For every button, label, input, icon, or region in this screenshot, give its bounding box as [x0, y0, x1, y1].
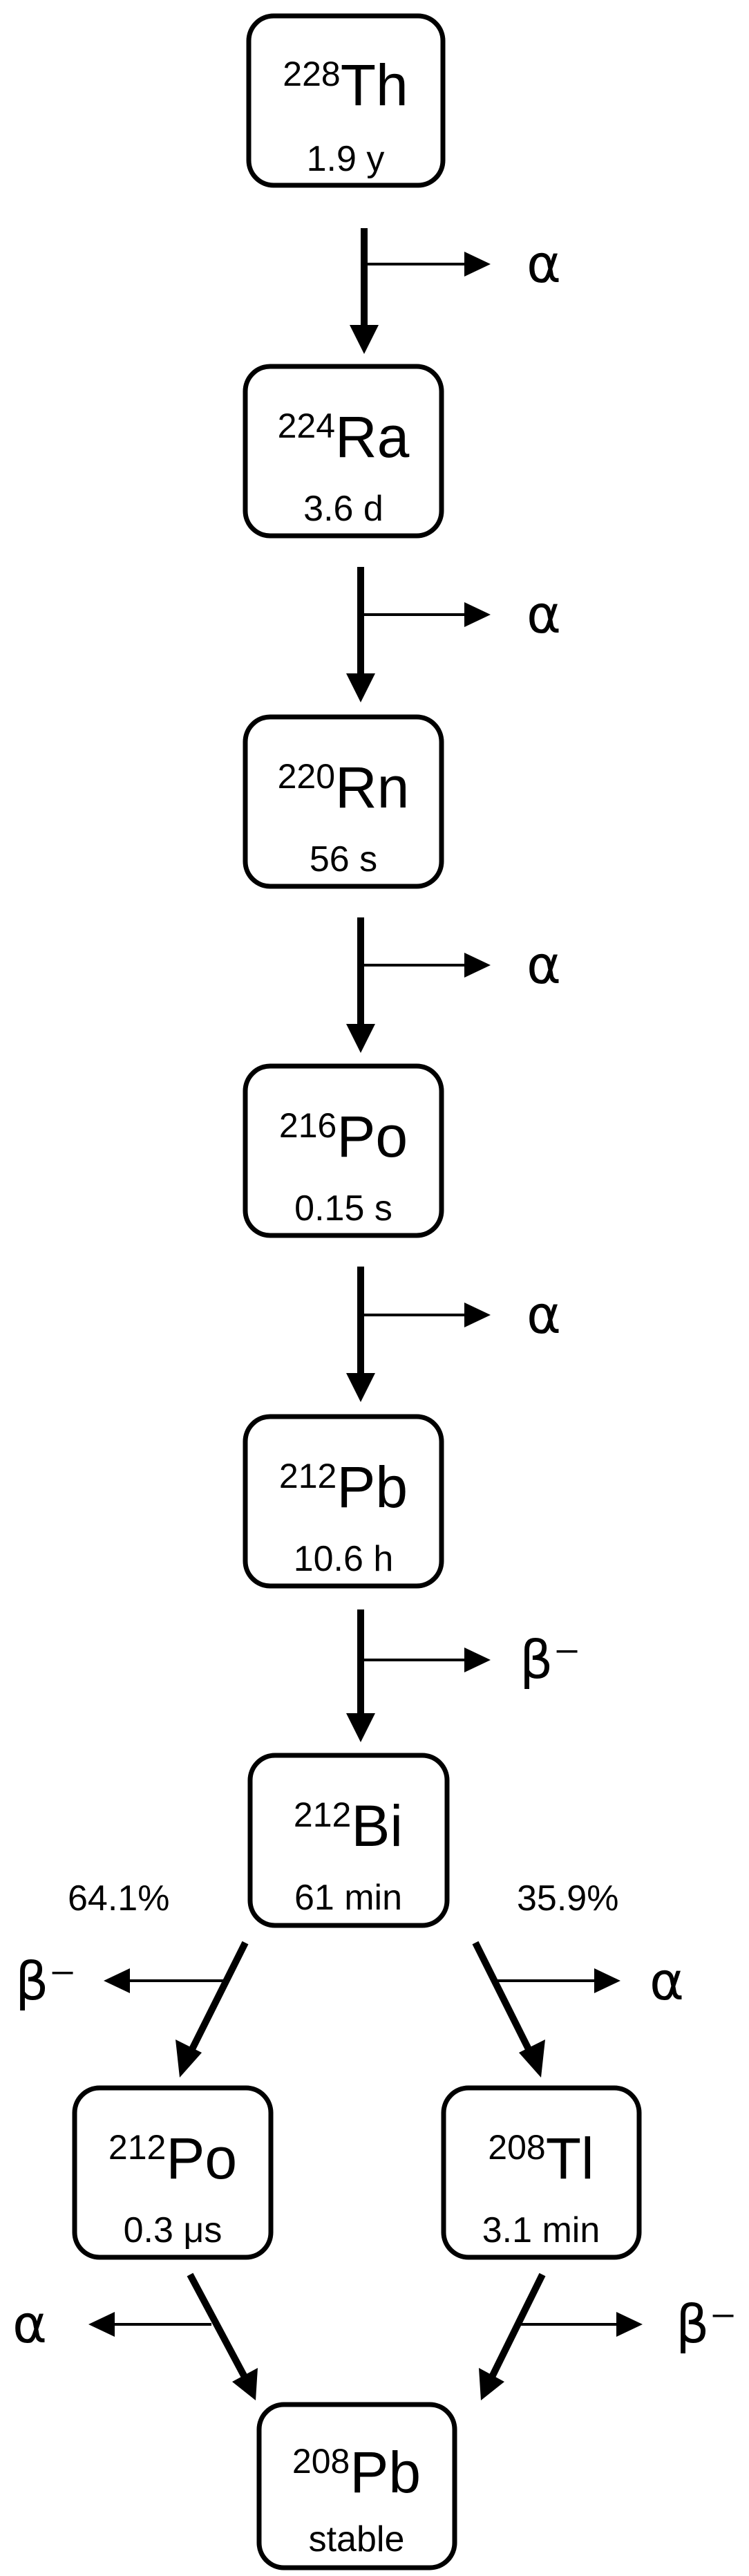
decay-label: α: [527, 934, 561, 996]
decay-label: β⁻: [15, 1950, 77, 2012]
decay-label: α: [527, 584, 561, 645]
nuclide-box-tl208: 208Tl 3.1 min: [441, 2085, 642, 2260]
main-arrow: [187, 2272, 248, 2379]
nuclide-box-po216: 216Po 0.15 s: [243, 1063, 444, 1238]
decay-arrow-rn220-po216: α: [346, 917, 561, 1053]
arrowhead: [176, 2040, 202, 2078]
arrowhead: [350, 325, 379, 354]
decay-arrow-po212-pb208: α: [12, 2272, 258, 2400]
emission-arrowhead: [464, 602, 491, 627]
decay-arrow-tl208-pb208: β⁻: [479, 2272, 737, 2400]
main-arrow: [472, 1941, 533, 2054]
decay-arrow-pb212-bi212: β⁻: [346, 1609, 581, 1742]
nuclide-label-pb212: 212Pb: [279, 1455, 408, 1520]
branch-percent-left: 64.1%: [68, 1878, 169, 1919]
decay-label: α: [12, 2293, 47, 2355]
halflife-ra224: 3.6 d: [303, 489, 383, 529]
arrowhead: [346, 1713, 375, 1742]
nuclide-box-bi212: 212Bi 61 min: [247, 1753, 450, 1928]
halflife-rn220: 56 s: [310, 839, 377, 879]
arrowhead: [232, 2368, 258, 2400]
nuclide-box-pb208: 208Pb stable: [256, 2402, 457, 2570]
nuclide-label-bi212: 212Bi: [294, 1793, 403, 1858]
nuclide-box-th228: 228Th 1.9 y: [246, 13, 446, 188]
emission-arrowhead: [464, 953, 491, 978]
nuclide-box-ra224: 224Ra 3.6 d: [243, 364, 444, 539]
decay-label: α: [650, 1950, 684, 2012]
arrowhead: [519, 2040, 545, 2078]
emission-arrowhead: [104, 1968, 130, 1993]
decay-arrow-th228-ra224: α: [350, 228, 561, 354]
emission-arrowhead: [594, 1968, 620, 1993]
decay-arrow-po216-pb212: α: [346, 1267, 561, 1402]
nuclide-label-po216: 216Po: [279, 1104, 408, 1169]
emission-arrowhead: [88, 2312, 115, 2337]
emission-arrowhead: [616, 2312, 643, 2337]
arrowhead: [346, 673, 375, 702]
decay-label: β⁻: [520, 1629, 581, 1690]
nuclide-label-rn220: 220Rn: [278, 755, 410, 820]
halflife-pb208: stable: [309, 2519, 405, 2559]
halflife-po212: 0.3 μs: [124, 2210, 222, 2250]
emission-arrowhead: [464, 1303, 491, 1327]
halflife-th228: 1.9 y: [307, 139, 385, 179]
halflife-tl208: 3.1 min: [482, 2210, 600, 2250]
nuclide-box-rn220: 220Rn 56 s: [243, 714, 444, 889]
emission-arrowhead: [464, 252, 491, 277]
halflife-bi212: 61 min: [294, 1878, 402, 1918]
decay-label: α: [527, 233, 561, 295]
arrowhead: [479, 2368, 504, 2400]
halflife-pb212: 10.6 h: [294, 1539, 394, 1579]
decay-arrow-bi212-tl208: α: [472, 1941, 684, 2078]
nuclide-label-po212: 212Po: [108, 2126, 237, 2191]
nuclide-label-th228: 228Th: [283, 53, 408, 118]
main-arrow: [187, 1941, 249, 2054]
nuclide-label-tl208: 208Tl: [488, 2126, 594, 2191]
arrowhead: [346, 1373, 375, 1402]
decay-label: α: [527, 1284, 561, 1345]
arrowhead: [346, 1024, 375, 1053]
branch-percent-right: 35.9%: [517, 1878, 618, 1919]
nuclide-box-pb212: 212Pb 10.6 h: [243, 1414, 444, 1589]
decay-arrow-ra224-rn220: α: [346, 567, 561, 702]
decay-label: β⁻: [676, 2293, 737, 2355]
nuclide-label-ra224: 224Ra: [278, 404, 410, 469]
nuclide-label-pb208: 208Pb: [292, 2440, 421, 2505]
main-arrow: [489, 2272, 546, 2379]
decay-arrow-bi212-po212: β⁻: [15, 1941, 249, 2078]
halflife-po216: 0.15 s: [294, 1188, 392, 1229]
nuclide-box-po212: 212Po 0.3 μs: [72, 2085, 274, 2260]
emission-arrowhead: [464, 1648, 491, 1672]
